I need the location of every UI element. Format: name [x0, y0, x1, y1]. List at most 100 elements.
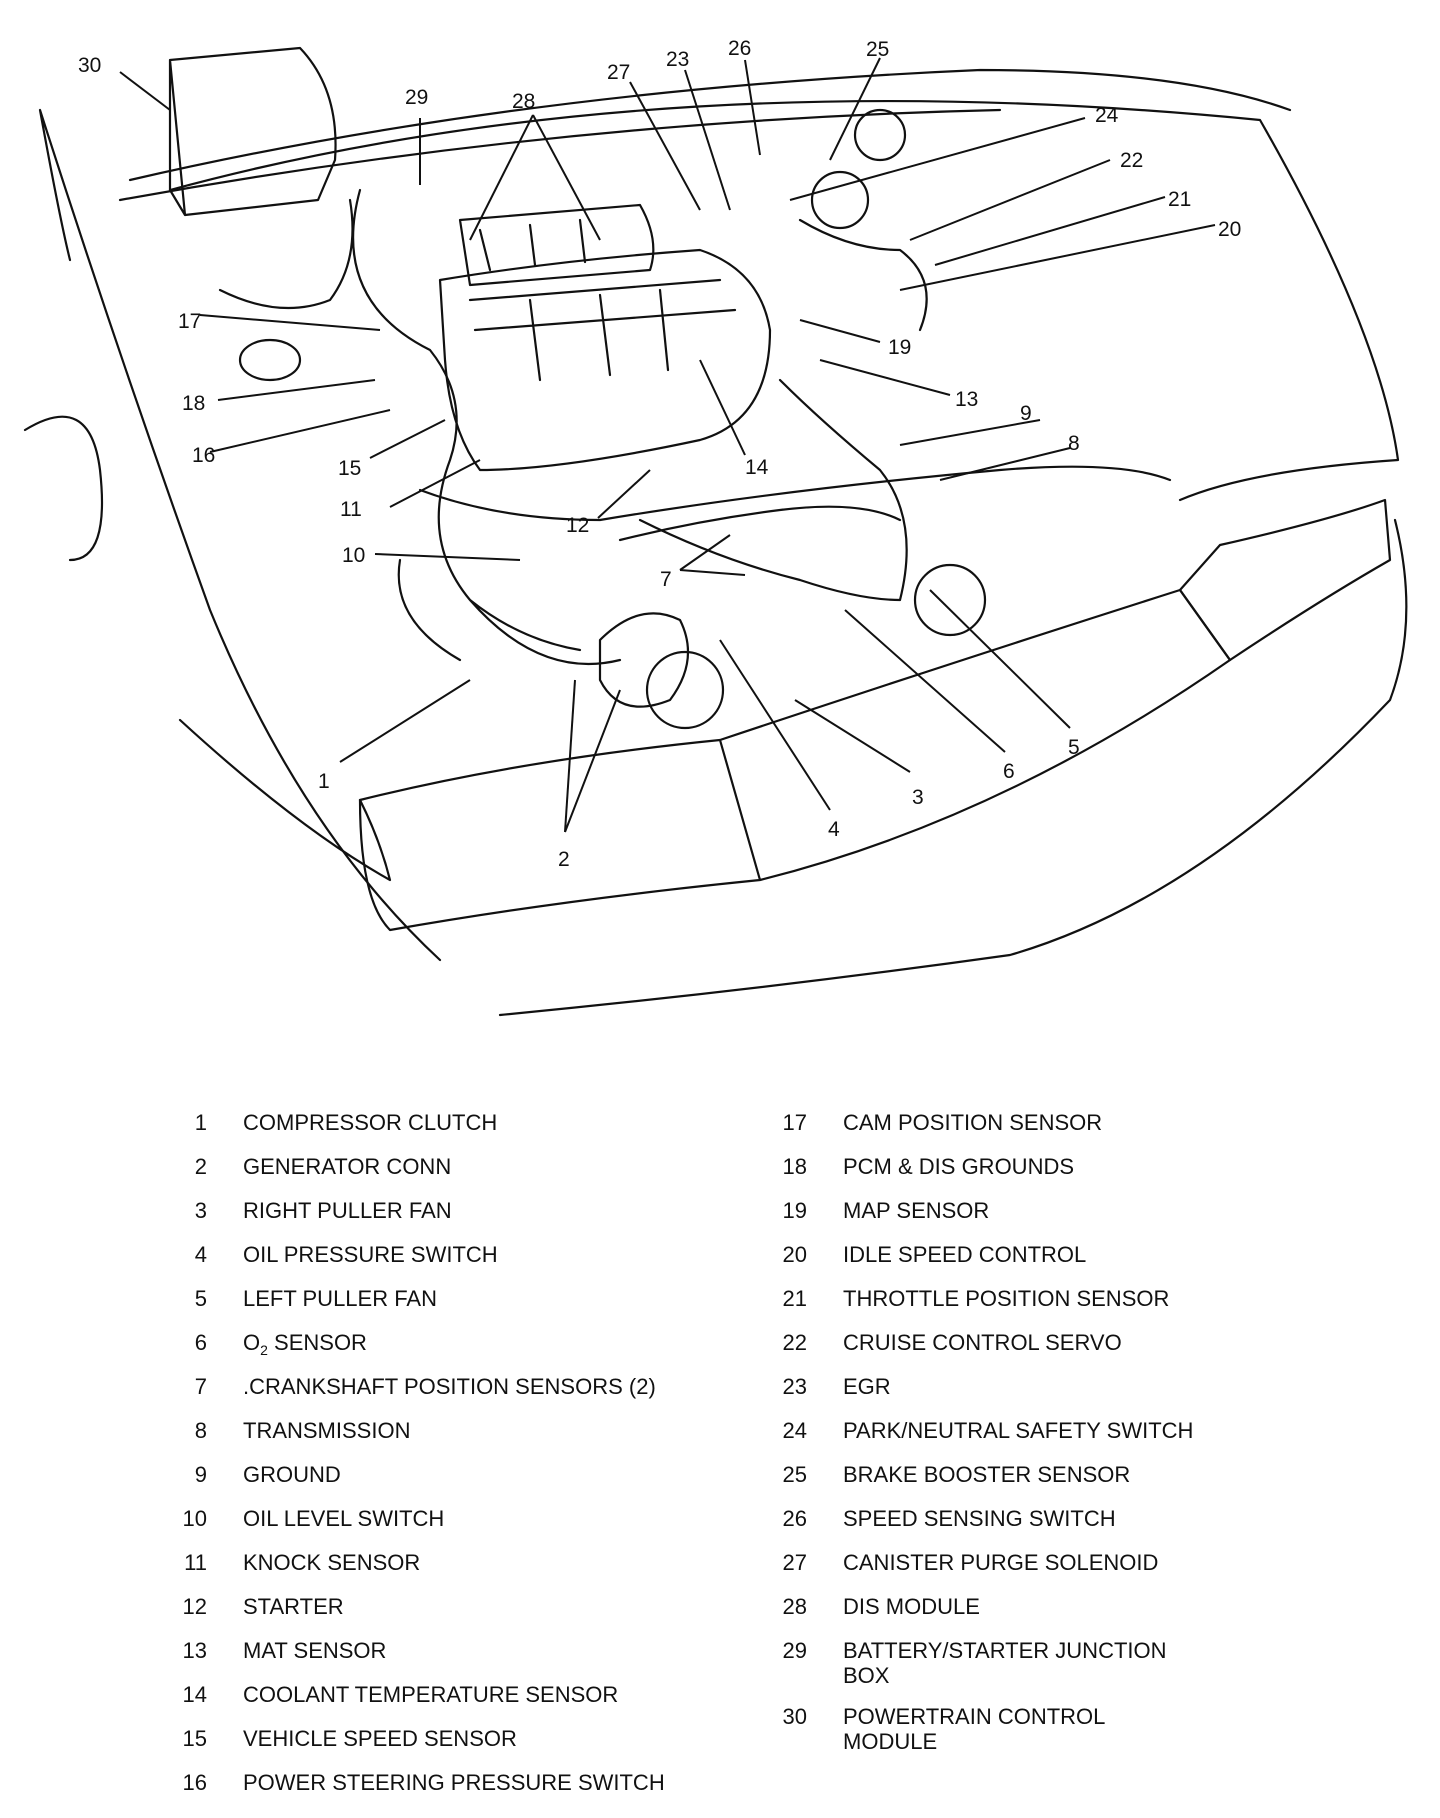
legend-item-13: 13 MAT SENSOR [175, 1638, 735, 1682]
callout-14: 14 [745, 456, 769, 479]
legend-label-subscript: 2 [260, 1342, 268, 1358]
callout-11: 11 [340, 498, 362, 521]
callout-13: 13 [955, 388, 978, 411]
legend-label: VEHICLE SPEED SENSOR [243, 1726, 517, 1751]
legend-label: STARTER [243, 1594, 344, 1619]
callout-5: 5 [1068, 736, 1080, 759]
legend-num: 4 [194, 1242, 207, 1267]
leader-lines [119, 57, 1216, 833]
callout-21: 21 [1168, 188, 1191, 211]
legend-right-column: 17 CAM POSITION SENSOR 18 PCM & DIS GROU… [775, 1110, 1335, 1770]
legend-num: 10 [182, 1506, 207, 1531]
legend-item-24: 24 PARK/NEUTRAL SAFETY SWITCH [775, 1418, 1335, 1462]
legend-num: 16 [182, 1770, 207, 1795]
legend-item-7: 7 .CRANKSHAFT POSITION SENSORS (2) [175, 1374, 735, 1418]
radiator-support [418, 465, 1172, 522]
front-bumper [358, 588, 1232, 932]
legend-label: SPEED SENSING SWITCH [843, 1506, 1116, 1531]
legend-num: 1 [194, 1110, 207, 1135]
legend-label: THROTTLE POSITION SENSOR [843, 1286, 1170, 1311]
legend-num: 24 [782, 1418, 807, 1443]
callout-6: 6 [1003, 760, 1015, 783]
legend-label: POWER STEERING PRESSURE SWITCH [243, 1770, 665, 1795]
pcm-box [168, 46, 337, 217]
right-puller-fan [645, 650, 725, 730]
callout-16: 16 [192, 444, 215, 467]
legend-label: MAP SENSOR [843, 1198, 990, 1223]
legend-label: PCM & DIS GROUNDS [843, 1154, 1075, 1179]
engine-valve-cover [458, 203, 655, 287]
right-headlamp [1178, 498, 1392, 662]
callout-25: 25 [866, 38, 889, 61]
callout-8: 8 [1068, 432, 1080, 455]
legend-label: KNOCK SENSOR [243, 1550, 421, 1575]
legend-label: O2 SENSOR [243, 1330, 683, 1363]
legend-label-prefix: O [243, 1330, 261, 1355]
legend-item-4: 4 OIL PRESSURE SWITCH [175, 1242, 735, 1286]
legend-num: 3 [194, 1198, 207, 1223]
legend-left-column: 1 COMPRESSOR CLUTCH 2 GENERATOR CONN 3 R… [175, 1110, 735, 1814]
callout-30: 30 [78, 54, 101, 77]
coolant-overflow [238, 338, 302, 382]
legend-num: 6 [194, 1330, 207, 1355]
callout-9: 9 [1020, 402, 1032, 425]
legend-label: BRAKE BOOSTER SENSOR [843, 1462, 1131, 1487]
legend-item-17: 17 CAM POSITION SENSOR [775, 1110, 1335, 1154]
legend-item-26: 26 SPEED SENSING SWITCH [775, 1506, 1335, 1550]
legend-label: GENERATOR CONN [243, 1154, 452, 1179]
legend-item-9: 9 GROUND [175, 1462, 735, 1506]
callout-28: 28 [512, 90, 535, 113]
legend-item-8: 8 TRANSMISSION [175, 1418, 735, 1462]
legend-num: 2 [194, 1154, 207, 1179]
legend-item-12: 12 STARTER [175, 1594, 735, 1638]
legend-num: 26 [782, 1506, 807, 1531]
callout-22: 22 [1120, 149, 1143, 172]
legend-item-14: 14 COOLANT TEMPERATURE SENSOR [175, 1682, 735, 1726]
legend-num: 25 [782, 1462, 807, 1487]
legend-label: BATTERY/STARTER JUNCTION BOX [843, 1638, 1167, 1688]
left-puller-fan [913, 563, 987, 637]
legend-num: 15 [182, 1726, 207, 1751]
legend-item-30: 30 POWERTRAIN CONTROL MODULE [775, 1704, 1335, 1770]
legend-label: COMPRESSOR CLUTCH [243, 1110, 498, 1135]
callout-1: 1 [318, 770, 330, 793]
callout-15: 15 [338, 457, 361, 480]
legend-item-21: 21 THROTTLE POSITION SENSOR [775, 1286, 1335, 1330]
legend-label: COOLANT TEMPERATURE SENSOR [243, 1682, 619, 1707]
legend-label: EGR [843, 1374, 891, 1399]
legend-label: DIS MODULE [843, 1594, 980, 1619]
legend-item-22: 22 CRUISE CONTROL SERVO [775, 1330, 1335, 1374]
legend-num: 11 [184, 1550, 207, 1575]
legend-label: GROUND [243, 1462, 341, 1487]
legend-item-27: 27 CANISTER PURGE SOLENOID [775, 1550, 1335, 1594]
legend-num: 8 [194, 1418, 207, 1443]
callout-3: 3 [912, 786, 924, 809]
legend-num: 23 [782, 1374, 807, 1399]
legend-num: 9 [194, 1462, 207, 1487]
legend-label: POWERTRAIN CONTROL MODULE [843, 1704, 1105, 1754]
legend-label: TRANSMISSION [243, 1418, 411, 1443]
legend-num: 7 [194, 1374, 207, 1399]
cruise-control-servo [810, 170, 870, 230]
legend-item-18: 18 PCM & DIS GROUNDS [775, 1154, 1335, 1198]
legend-num: 14 [182, 1682, 207, 1707]
callout-26: 26 [728, 37, 751, 60]
legend-num: 5 [194, 1286, 207, 1311]
callout-17: 17 [178, 310, 201, 333]
callout-4: 4 [828, 818, 840, 841]
legend-item-11: 11 KNOCK SENSOR [175, 1550, 735, 1594]
legend-item-28: 28 DIS MODULE [775, 1594, 1335, 1638]
callout-29: 29 [405, 86, 428, 109]
legend-label: RIGHT PULLER FAN [243, 1198, 452, 1223]
callout-27: 27 [607, 61, 630, 84]
legend-label: OIL LEVEL SWITCH [243, 1506, 445, 1531]
callout-19: 19 [888, 336, 911, 359]
legend-label: .CRANKSHAFT POSITION SENSORS (2) [243, 1374, 656, 1399]
legend-label-suffix: SENSOR [267, 1330, 367, 1355]
callout-18: 18 [182, 392, 205, 415]
legend-num: 30 [782, 1704, 807, 1729]
alternator [598, 612, 690, 708]
hood-edge [118, 68, 1292, 202]
legend-num: 22 [782, 1330, 807, 1355]
legend-label: CRUISE CONTROL SERVO [843, 1330, 1122, 1355]
